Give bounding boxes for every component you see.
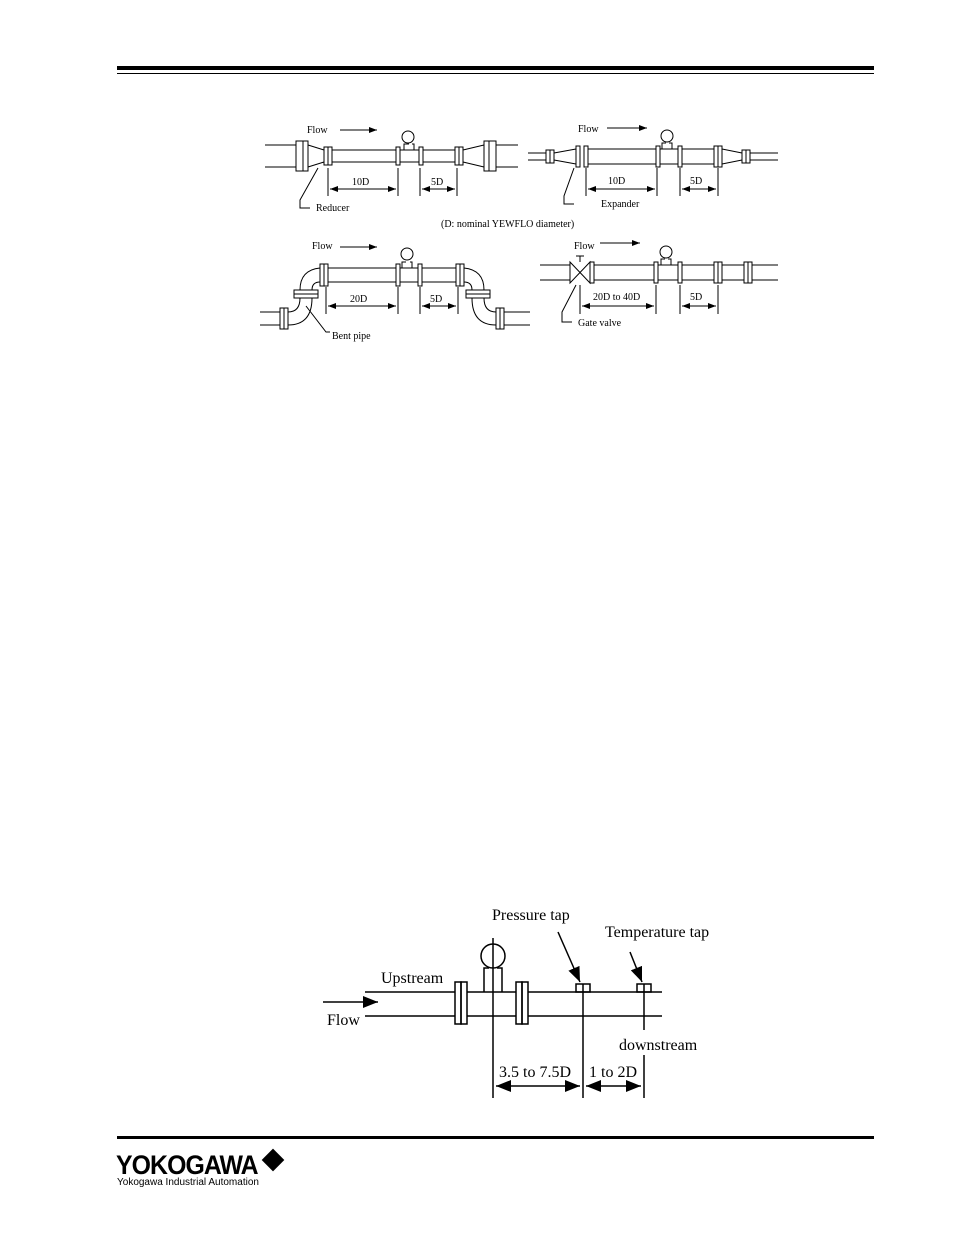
- panel-gate-valve: [540, 243, 778, 322]
- straight-run-figure: Flow 10D 5D Reducer Flow 10D 5D Expander…: [0, 0, 954, 360]
- panel-bent-pipe: [260, 247, 530, 332]
- pressure-distance-label: 3.5 to 7.5D: [499, 1064, 571, 1081]
- panel-a-fitting-label: Reducer: [316, 203, 350, 214]
- panel-d-fitting-label: Gate valve: [578, 318, 622, 329]
- panel-expander: [528, 128, 778, 204]
- panel-a-downstream-label: 5D: [431, 177, 443, 188]
- panel-b-downstream-label: 5D: [690, 176, 702, 187]
- temperature-distance-label: 1 to 2D: [589, 1064, 637, 1081]
- panel-d-flow-label: Flow: [574, 241, 595, 252]
- panel-c-downstream-label: 5D: [430, 294, 442, 305]
- footer-rule: [117, 1136, 874, 1139]
- temperature-tap-label: Temperature tap: [605, 924, 709, 941]
- panel-c-flow-label: Flow: [312, 241, 333, 252]
- downstream-label: downstream: [619, 1037, 698, 1054]
- panel-d-upstream-label: 20D to 40D: [593, 292, 640, 303]
- upstream-label: Upstream: [381, 970, 444, 987]
- pressure-tap-label: Pressure tap: [492, 907, 570, 924]
- logo-subtitle: Yokogawa Industrial Automation: [117, 1177, 259, 1188]
- panel-d-downstream-label: 5D: [690, 292, 702, 303]
- flow-label: Flow: [327, 1012, 360, 1029]
- panel-b-upstream-label: 10D: [608, 176, 625, 187]
- panel-reducer: [265, 130, 518, 208]
- diameter-note: (D: nominal YEWFLO diameter): [441, 219, 574, 230]
- panel-a-flow-label: Flow: [307, 125, 328, 136]
- tap-position-figure: Pressure tap Temperature tap Upstream Fl…: [0, 890, 954, 1110]
- panel-b-fitting-label: Expander: [601, 199, 640, 210]
- yokogawa-diamond-icon: [262, 1149, 285, 1172]
- panel-b-flow-label: Flow: [578, 124, 599, 135]
- panel-c-fitting-label: Bent pipe: [332, 331, 371, 342]
- panel-c-upstream-label: 20D: [350, 294, 367, 305]
- panel-a-upstream-label: 10D: [352, 177, 369, 188]
